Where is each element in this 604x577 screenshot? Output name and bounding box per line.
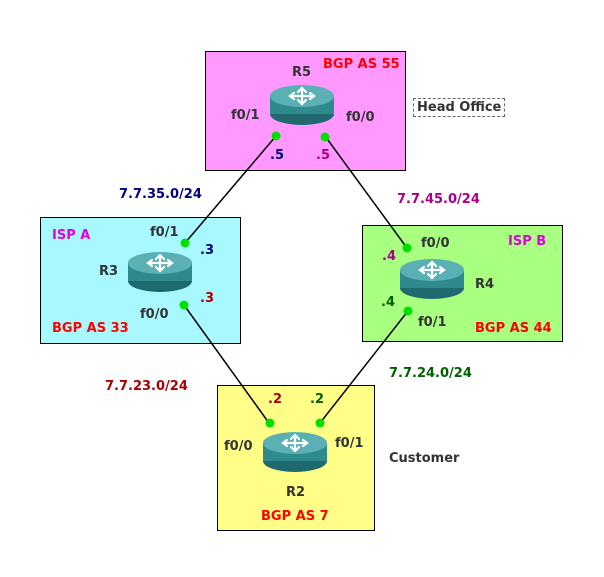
subnet-r2-r4: 7.7.24.0/24 bbox=[389, 366, 472, 381]
r4-if-top: f0/0 bbox=[421, 236, 450, 251]
r5-if-right: f0/0 bbox=[346, 110, 375, 125]
link-r4-r5 bbox=[324, 135, 408, 249]
r4-as-label: BGP AS 44 bbox=[475, 321, 552, 336]
r5-ip-left: .5 bbox=[270, 148, 284, 163]
link-r3-r5 bbox=[184, 135, 277, 244]
link-dot-r5-right bbox=[320, 132, 330, 142]
subnet-r3-r5: 7.7.35.0/24 bbox=[119, 187, 202, 202]
subnet-r2-r3: 7.7.23.0/24 bbox=[105, 379, 188, 394]
r2-name: R2 bbox=[286, 485, 306, 500]
r4-if-bottom: f0/1 bbox=[418, 315, 447, 330]
r5-as-label: BGP AS 55 bbox=[323, 57, 400, 72]
r3-name: R3 bbox=[99, 264, 119, 279]
link-dot-r4-bottom bbox=[403, 306, 413, 316]
r4-name: R4 bbox=[475, 277, 495, 292]
r4-ip-top: .4 bbox=[382, 249, 396, 264]
link-dot-r3-bottom bbox=[179, 300, 189, 310]
link-dot-r2-right bbox=[315, 418, 325, 428]
r3-as-label: BGP AS 33 bbox=[52, 321, 129, 336]
r3-isp-label: ISP A bbox=[52, 228, 91, 243]
link-dot-r2-left bbox=[265, 418, 275, 428]
router-icon[interactable] bbox=[398, 256, 466, 302]
link-dot-r5-left bbox=[271, 131, 281, 141]
r5-if-left: f0/1 bbox=[231, 108, 260, 123]
link-r2-r4 bbox=[319, 310, 409, 424]
r3-if-top: f0/1 bbox=[150, 225, 179, 240]
r2-if-left: f0/0 bbox=[224, 439, 253, 454]
r2-ip-right: .2 bbox=[310, 392, 324, 407]
router-icon[interactable] bbox=[261, 429, 329, 475]
r3-if-bottom: f0/0 bbox=[140, 307, 169, 322]
r4-isp-label: ISP B bbox=[508, 234, 547, 249]
router-icon[interactable] bbox=[268, 82, 336, 128]
link-dot-r4-top bbox=[402, 243, 412, 253]
link-dot-r3-top bbox=[180, 238, 190, 248]
r5-ip-right: .5 bbox=[316, 148, 330, 163]
r5-name: R5 bbox=[292, 65, 312, 80]
r2-as-label: BGP AS 7 bbox=[261, 509, 329, 524]
head-office-tag: Head Office bbox=[413, 98, 506, 117]
subnet-r4-r5: 7.7.45.0/24 bbox=[397, 192, 480, 207]
link-r2-r3 bbox=[183, 304, 270, 424]
router-icon[interactable] bbox=[126, 249, 194, 295]
r3-ip-bottom: .3 bbox=[200, 291, 214, 306]
r3-ip-top: .3 bbox=[200, 243, 214, 258]
customer-tag: Customer bbox=[389, 451, 460, 466]
r2-ip-left: .2 bbox=[268, 392, 282, 407]
r4-ip-bottom: .4 bbox=[381, 295, 395, 310]
r2-if-right: f0/1 bbox=[335, 436, 364, 451]
